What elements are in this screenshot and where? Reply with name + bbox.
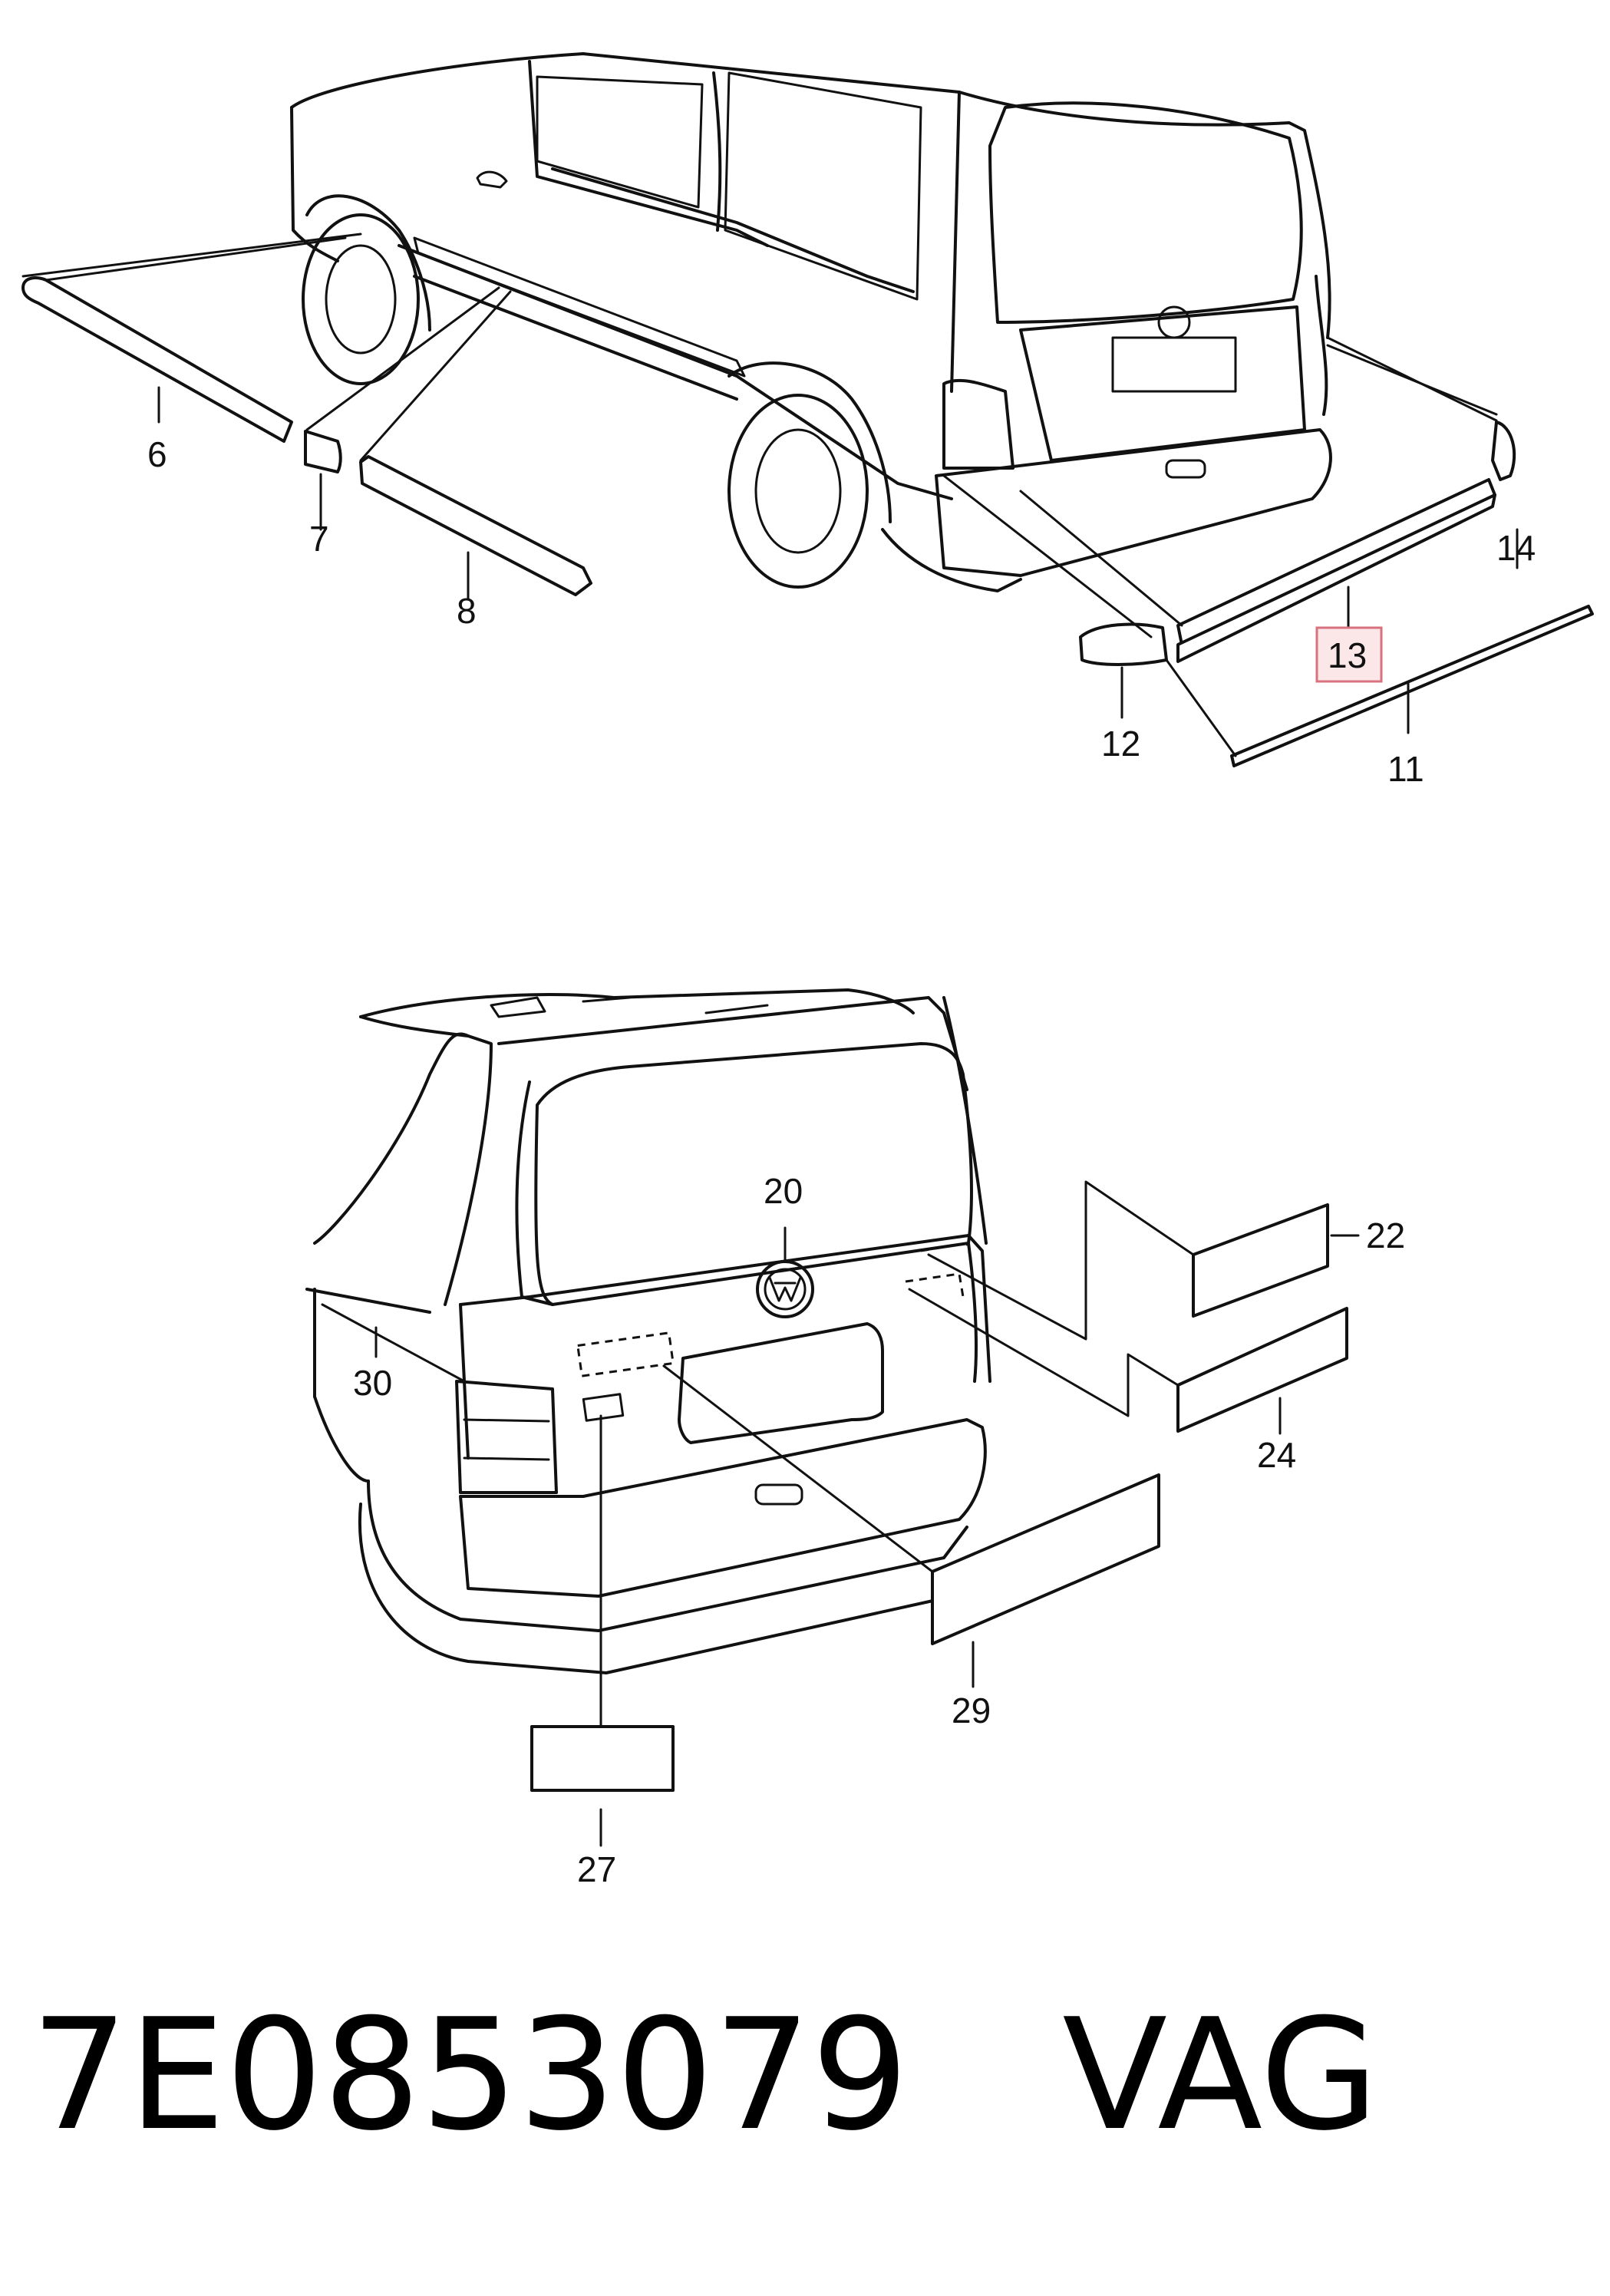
callout-8: 8 (457, 591, 477, 631)
callouts-bottom: 20 22 24 29 27 30 (353, 1171, 1405, 1889)
van-rear-view (305, 988, 991, 1674)
van-side-view (290, 52, 1498, 592)
part-number: 7E0853079 (31, 1986, 909, 2165)
leader-lines-top (21, 233, 1519, 757)
part-7-trim-end (304, 430, 342, 473)
part-13-bumper-trim (1176, 478, 1496, 646)
callout-30: 30 (353, 1363, 392, 1403)
part-29-sticker (931, 1473, 1160, 1645)
part-8-sill-trim (359, 455, 592, 596)
sticker-parts-bottom (530, 1203, 1348, 1792)
footer-caption: 7E0853079 VAG (31, 1988, 1581, 2164)
leader-lines-bottom (321, 1180, 1360, 1847)
callouts-top: 6 7 8 13 14 12 11 (147, 434, 1536, 789)
part-12-bumper-corner (1079, 622, 1168, 666)
callout-20: 20 (764, 1171, 803, 1211)
part-14-end-cap (1491, 421, 1516, 481)
part-6-side-trim (21, 276, 293, 443)
part-22-sticker (1192, 1203, 1329, 1318)
part-27-sticker (530, 1725, 675, 1792)
callout-27: 27 (577, 1849, 616, 1889)
vw-logo-icon (756, 1260, 814, 1318)
part-24-sticker (1176, 1307, 1348, 1433)
callout-13: 13 (1328, 635, 1367, 675)
callout-13-highlight (1315, 626, 1383, 683)
callout-14: 14 (1496, 528, 1536, 568)
callout-29: 29 (952, 1691, 991, 1730)
callout-11: 11 (1387, 749, 1424, 789)
callout-22: 22 (1366, 1216, 1405, 1255)
callout-24: 24 (1257, 1435, 1296, 1475)
callout-6: 6 (147, 434, 167, 474)
callout-7: 7 (309, 519, 329, 559)
part-11-lower-trim (1230, 605, 1594, 767)
callout-12: 12 (1101, 724, 1140, 764)
trim-parts-top (21, 276, 1594, 767)
brand-name: VAG (1062, 1986, 1379, 2165)
